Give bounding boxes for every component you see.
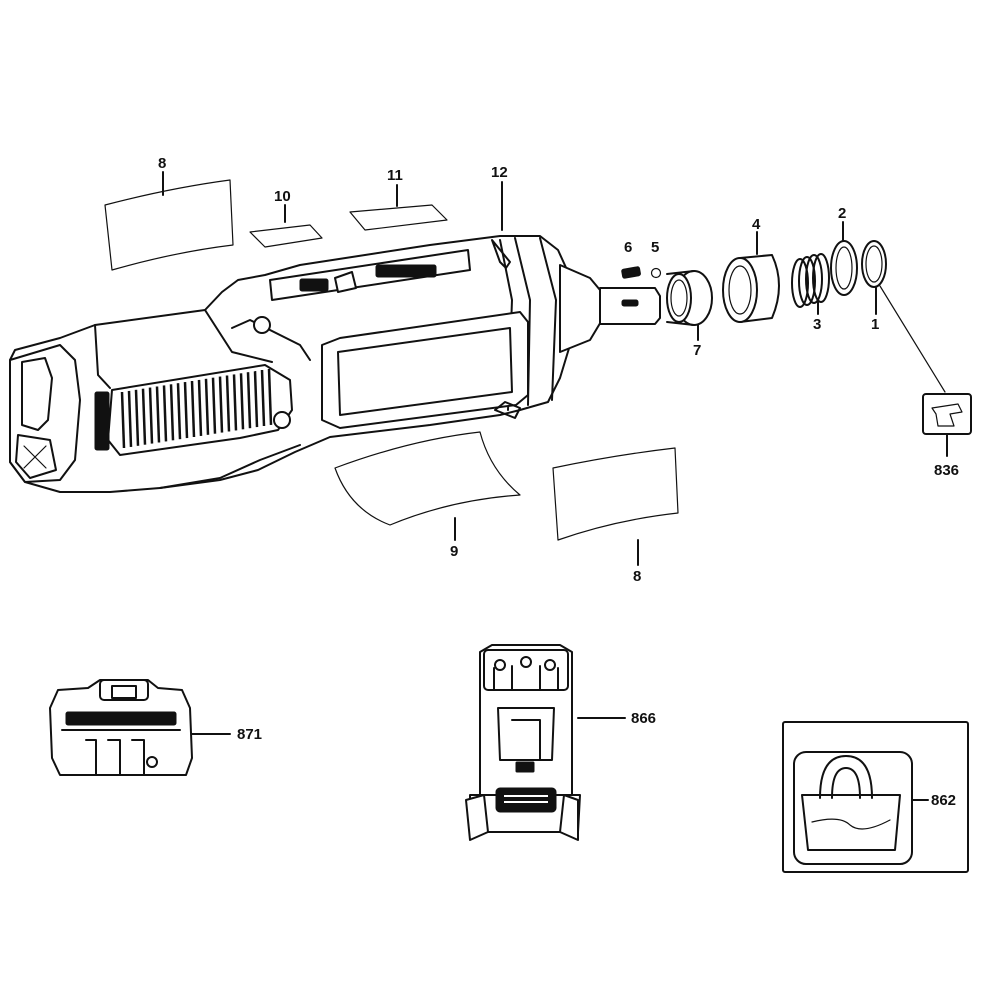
callout-6: 6 [624,239,632,256]
callout-4: 4 [752,216,761,233]
callout-862: 862 [931,792,956,809]
part-2-ring [830,240,858,296]
callout-2: 2 [838,205,846,222]
grip-rib [127,390,133,447]
callout-1: 1 [871,316,879,333]
grip-rib [169,384,175,441]
grip-rib [246,372,252,429]
callout-11: 11 [387,167,403,184]
battery-866 [465,644,581,841]
grip-rib [197,379,203,436]
callout-7: 7 [693,342,701,359]
grip-rib [267,368,273,425]
callout-5: 5 [651,239,659,256]
callout-labels: 8 10 11 12 6 5 4 2 7 3 1 836 9 8 871 866… [158,155,959,809]
grip-rib [204,378,210,435]
grip-rib [176,383,182,440]
callout-866: 866 [631,710,656,727]
bag-862-box [782,721,969,873]
part-4-collar [722,254,780,323]
grip-rib [148,387,154,444]
grip-rib [239,373,245,430]
label-8-top [104,179,234,271]
grip-rib [155,386,161,443]
part-7-sleeve [666,270,713,326]
grip-rib [183,382,189,439]
label-9 [334,431,521,526]
part-3-spring [791,253,830,308]
grip-rib [134,389,140,446]
label-11 [349,204,448,231]
grip-rib [225,375,231,432]
callout-8-top: 8 [158,155,166,172]
callout-871: 871 [237,726,262,743]
part-836-box [922,393,972,435]
grip-rib [141,388,147,445]
grip-rib [253,371,259,428]
leader-lines [162,171,948,801]
label-8-bottom [552,447,679,541]
callout-836: 836 [934,462,959,479]
part-5-ball [650,267,662,279]
part-1-ring [861,240,887,288]
label-10 [249,224,323,248]
grip-rib [190,380,196,438]
grip-rib [162,385,168,442]
part-6-key [621,266,641,279]
callout-3: 3 [813,316,821,333]
grip-rib [120,391,126,449]
grip-rib [211,377,217,434]
callout-8-bottom: 8 [633,568,641,585]
callout-12: 12 [491,164,508,181]
callout-10: 10 [274,188,291,205]
grip-rib [260,369,266,427]
grip-rib [232,374,238,431]
callout-9: 9 [450,543,458,560]
battery-871 [49,679,193,776]
grip-rib [218,376,224,433]
screwdriver-body [9,235,661,493]
